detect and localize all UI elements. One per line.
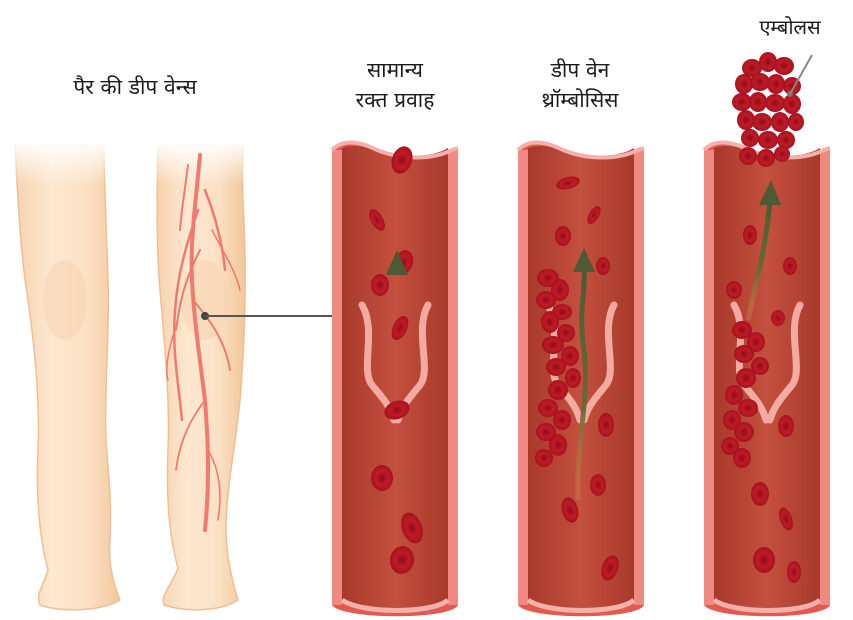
normal-flow-label-line2: रक्त प्रवाह bbox=[320, 85, 470, 115]
rbc bbox=[783, 257, 797, 275]
rbc bbox=[787, 561, 801, 583]
rbc bbox=[751, 482, 769, 506]
embolus-pointer-line bbox=[790, 55, 812, 94]
rbc bbox=[743, 225, 757, 245]
vessel-embolus bbox=[704, 143, 830, 617]
rbc bbox=[778, 415, 794, 437]
normal-flow-label-line1: सामान्य bbox=[320, 55, 470, 85]
rbc bbox=[598, 413, 614, 437]
left-leg bbox=[15, 145, 120, 610]
rbc bbox=[371, 465, 393, 491]
dvt-label-line1: डीप वेन bbox=[505, 55, 655, 85]
rbc bbox=[590, 474, 606, 496]
rbc bbox=[555, 226, 571, 246]
rbc bbox=[753, 547, 775, 573]
legs-label: पैर की डीप वेन्स bbox=[30, 72, 240, 102]
rbc bbox=[771, 310, 785, 326]
rbc bbox=[371, 274, 389, 296]
dvt-label: डीप वेन थ्रॉम्बोसिस bbox=[505, 55, 655, 115]
rbc bbox=[596, 257, 610, 275]
embolus-label: एम्बोलस bbox=[730, 12, 850, 42]
legs-illustration bbox=[0, 140, 340, 610]
rbc bbox=[726, 281, 742, 299]
dvt-label-line2: थ्रॉम्बोसिस bbox=[505, 85, 655, 115]
vessel-normal bbox=[332, 143, 458, 617]
vessel-dvt bbox=[518, 143, 644, 617]
embolus-clot-icon bbox=[732, 52, 804, 167]
normal-flow-label: सामान्य रक्त प्रवाह bbox=[320, 55, 470, 115]
